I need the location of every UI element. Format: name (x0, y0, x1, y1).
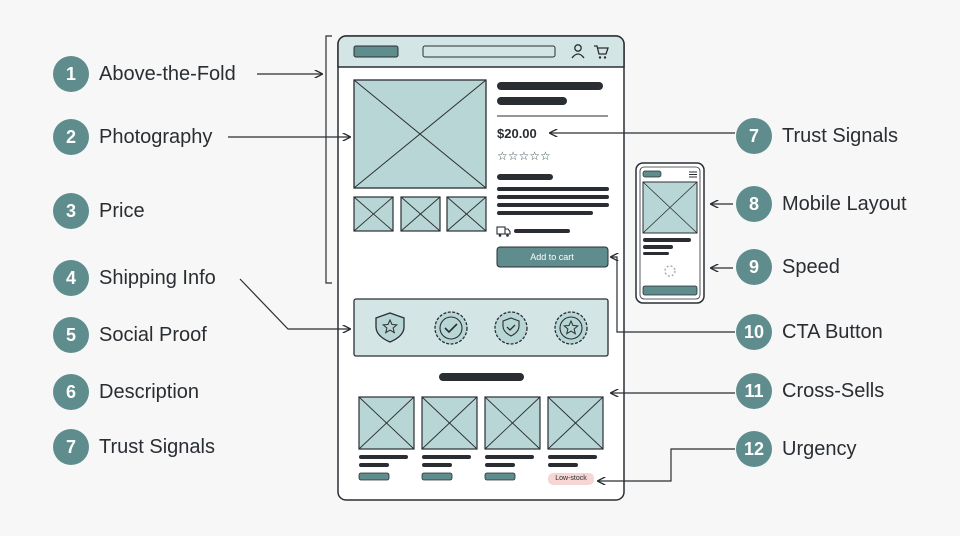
callout-above-the-fold: 1 Above-the-Fold (53, 56, 236, 92)
spinner-icon (664, 265, 676, 277)
urgency-badge (548, 473, 594, 485)
seal-check-icon (434, 311, 468, 345)
mobile-cta-button[interactable] (642, 285, 698, 296)
mobile-wireframe (635, 162, 705, 304)
add-to-cart-button[interactable] (496, 246, 609, 268)
callout-photography: 2 Photography (53, 119, 212, 155)
search-bar[interactable] (422, 45, 556, 58)
price-label: $20.00 (497, 126, 537, 141)
callout-trust-signals-left: 7 Trust Signals (53, 429, 215, 465)
callout-text: Mobile Layout (782, 192, 907, 215)
callout-text: Price (99, 199, 145, 222)
callout-speed: 9 Speed (736, 249, 840, 285)
callout-number: 11 (736, 373, 772, 409)
callout-number: 3 (53, 193, 89, 229)
arrow-urgency (598, 448, 735, 481)
callout-shipping-info: 4 Shipping Info (53, 260, 216, 296)
product-thumbnail[interactable] (400, 196, 441, 232)
callout-urgency: 12 Urgency (736, 431, 856, 467)
callout-number: 10 (736, 314, 772, 350)
desktop-wireframe (337, 35, 625, 501)
shield-star-icon (375, 312, 405, 343)
callout-number: 1 (53, 56, 89, 92)
callout-number: 7 (53, 429, 89, 465)
urgency-badge-label: Low-stock (555, 475, 587, 482)
callout-text: Shipping Info (99, 266, 216, 289)
cross-sell-product[interactable] (547, 396, 604, 467)
callout-number: 9 (736, 249, 772, 285)
mobile-product-image (642, 181, 698, 234)
callout-text: Above-the-Fold (99, 62, 236, 85)
seal-star-icon (554, 311, 588, 345)
description-line (497, 195, 609, 199)
shield-check-icon (494, 311, 528, 345)
above-the-fold-bracket (325, 35, 332, 284)
rating-stars: ☆☆☆☆☆ (497, 149, 551, 163)
callout-text: Photography (99, 125, 213, 148)
product-thumbnail[interactable] (353, 196, 394, 232)
description-line (497, 187, 609, 191)
callout-number: 6 (53, 374, 89, 410)
callout-description: 6 Description (53, 374, 199, 410)
callout-number: 4 (53, 260, 89, 296)
cart-icon[interactable] (594, 45, 609, 59)
shipping-info-line (514, 229, 570, 233)
callout-text: Social Proof (99, 323, 207, 346)
callout-number: 7 (736, 118, 772, 154)
callout-number: 12 (736, 431, 772, 467)
product-title-line (497, 82, 603, 90)
callout-cta-button: 10 CTA Button (736, 314, 883, 350)
description-line (497, 211, 593, 215)
product-main-image[interactable] (353, 79, 487, 189)
user-icon[interactable] (571, 44, 585, 59)
site-logo[interactable] (353, 45, 399, 58)
callout-cross-sells: 11 Cross-Sells (736, 373, 884, 409)
menu-icon[interactable] (689, 171, 697, 178)
arrow-shipping-info (239, 278, 350, 329)
connectors (228, 35, 735, 481)
cross-sells-heading (439, 373, 524, 381)
truck-icon (496, 226, 511, 237)
callout-text: CTA Button (782, 320, 883, 343)
callout-text: Speed (782, 255, 840, 278)
callout-text: Urgency (782, 437, 857, 460)
callout-social-proof: 5 Social Proof (53, 317, 207, 353)
callout-number: 2 (53, 119, 89, 155)
callout-number: 8 (736, 186, 772, 222)
callout-price: 3 Price (53, 193, 145, 229)
callout-text: Cross-Sells (782, 379, 885, 402)
callout-text: Description (99, 380, 200, 403)
cta-label: Add to cart (530, 252, 574, 262)
callout-text: Trust Signals (99, 435, 215, 458)
arrow-cta-button (611, 257, 735, 333)
product-thumbnail[interactable] (446, 196, 487, 232)
callout-text: Trust Signals (782, 124, 898, 147)
product-title-line (497, 97, 567, 105)
callout-number: 5 (53, 317, 89, 353)
description-heading (497, 174, 553, 180)
trust-signals-panel (353, 298, 609, 357)
cross-sell-product[interactable] (421, 396, 478, 481)
description-line (497, 203, 609, 207)
callout-mobile-layout: 8 Mobile Layout (736, 186, 907, 222)
cross-sell-product[interactable] (484, 396, 541, 481)
cross-sell-product[interactable] (358, 396, 415, 481)
callout-trust-signals-right: 7 Trust Signals (736, 118, 898, 154)
